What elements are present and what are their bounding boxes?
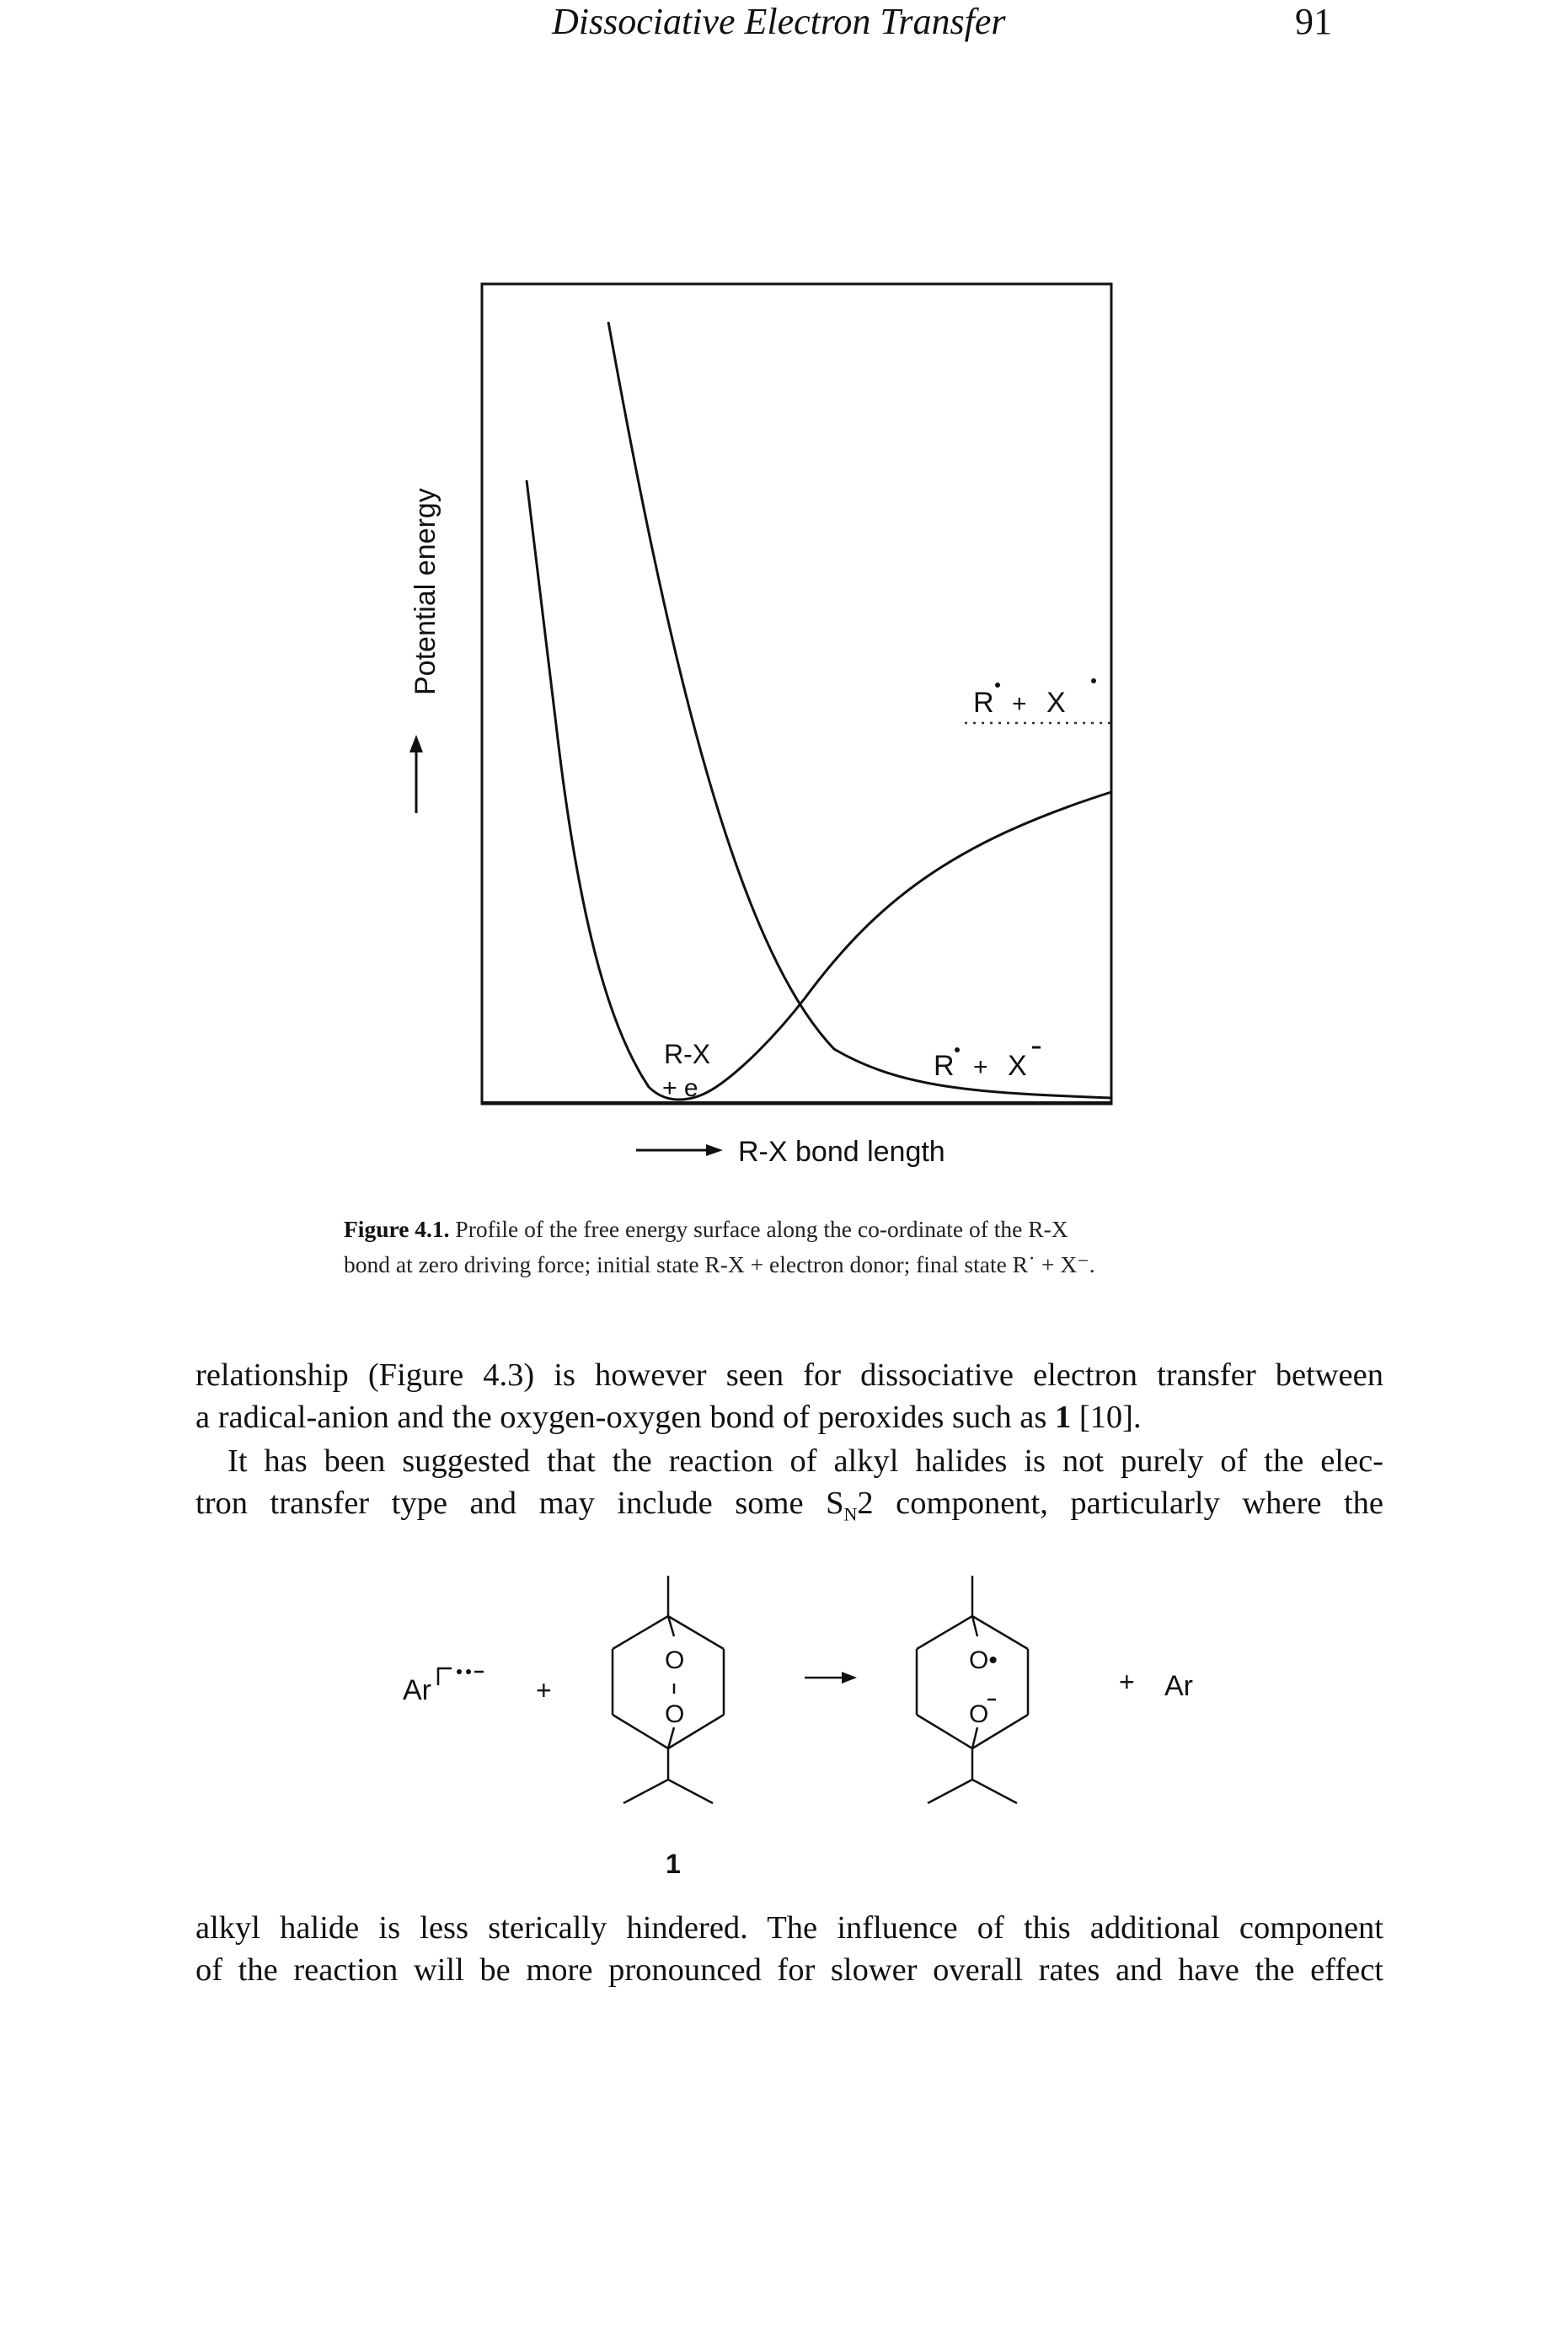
radical-anion-bracket (436, 1667, 452, 1685)
label-initial-e: + e (662, 1074, 698, 1102)
citation: [10]. (1078, 1399, 1142, 1435)
caption-line-2: bond at zero driving force; initial stat… (344, 1251, 1095, 1277)
caption-line-1: Profile of the free energy surface along… (455, 1216, 1068, 1242)
y-axis-label: Potential energy (409, 488, 442, 695)
label-lower-R: R (934, 1050, 955, 1082)
curve-initial-state (525, 479, 1112, 1101)
compound-ref: 1 (1054, 1399, 1072, 1435)
reactant-ar: Ar (403, 1674, 431, 1706)
paragraph-line: a radical-anion and the oxygen-oxygen bo… (195, 1397, 1383, 1439)
paragraph-line: alkyl halide is less sterically hindered… (195, 1910, 1383, 1946)
label-upper-plus: + (1012, 690, 1027, 718)
oxygen-bottom: O (665, 1700, 684, 1728)
plus-sign: + (1119, 1667, 1135, 1697)
label-lower-X: X (1008, 1050, 1027, 1082)
x-axis-arrowhead (706, 1144, 723, 1156)
curve-final-state (607, 321, 1112, 1100)
x-axis-label: R-X bond length (738, 1136, 945, 1168)
paragraph-line: It has been suggested that the reaction … (227, 1443, 1383, 1479)
peroxide-structure (611, 1576, 725, 1805)
radical-dot (457, 1669, 462, 1674)
paragraph-text: a radical-anion and the oxygen-oxygen bo… (195, 1399, 1047, 1435)
subscript-n: N (843, 1503, 858, 1525)
paragraph-line: of the reaction will be more pronounced … (195, 1951, 1383, 1988)
reaction-scheme: Ar + O O O• O + (403, 1576, 1193, 1879)
paragraph-2: It has been suggested that the reaction … (195, 1441, 1383, 1535)
energy-profile-figure: R + X R + X R-X + e Potential energy R-X… (409, 282, 1113, 1168)
paragraph-line: tron transfer type and may include some … (195, 1483, 1383, 1535)
compound-number: 1 (666, 1849, 681, 1879)
running-head: Dissociative Electron Transfer 91 (0, 0, 1568, 51)
paragraph-1: relationship (Figure 4.3) is however see… (195, 1355, 1383, 1438)
oxygen-top: O (665, 1646, 684, 1674)
caption-label: Figure 4.1. (344, 1216, 450, 1242)
paragraph-line: relationship (Figure 4.3) is however see… (195, 1357, 1383, 1393)
radical-dot (1091, 678, 1096, 683)
paragraph-text: tron transfer type and may include some … (195, 1485, 844, 1521)
radical-dot (955, 1047, 960, 1052)
radical-dot (466, 1669, 471, 1674)
label-lower-plus: + (973, 1053, 988, 1081)
product-structure (915, 1576, 1030, 1805)
plus-sign: + (536, 1675, 552, 1705)
radical-dot (995, 683, 1000, 688)
oxygen-anion: O (969, 1700, 988, 1728)
y-axis-arrowhead (409, 735, 423, 752)
figure-caption: Figure 4.1. Profile of the free energy s… (344, 1212, 1262, 1282)
page-number: 91 (1295, 1, 1332, 42)
paragraph-3: alkyl halide is less sterically hindered… (195, 1908, 1383, 1991)
running-title: Dissociative Electron Transfer (552, 1, 1006, 42)
reaction-arrowhead (842, 1672, 857, 1684)
label-upper-R: R (973, 687, 994, 719)
oxygen-radical: O• (969, 1646, 998, 1674)
label-upper-X: X (1046, 687, 1066, 719)
paragraph-text: 2 component, particularly where the (857, 1485, 1383, 1521)
label-initial-RX: R-X (664, 1039, 710, 1069)
product-ar: Ar (1164, 1670, 1193, 1702)
